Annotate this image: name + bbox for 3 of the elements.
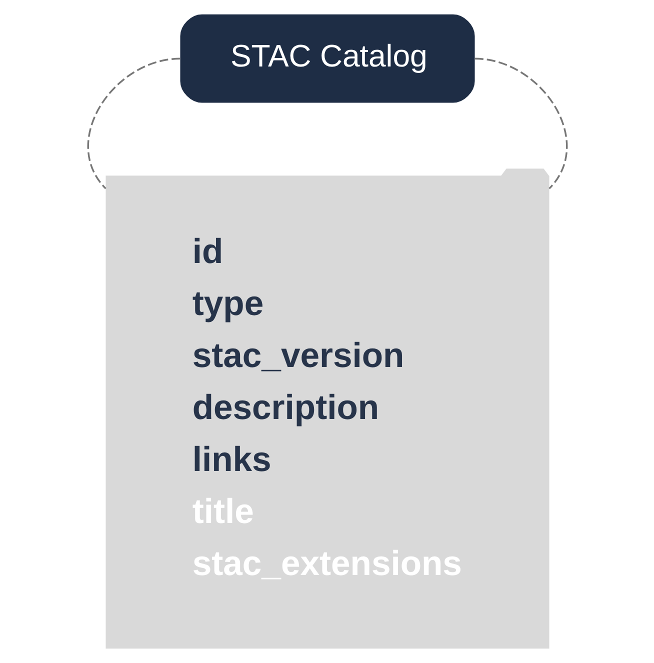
node-box: STAC Catalog bbox=[180, 14, 474, 103]
connector bbox=[86, 58, 180, 190]
connector bbox=[474, 58, 568, 190]
